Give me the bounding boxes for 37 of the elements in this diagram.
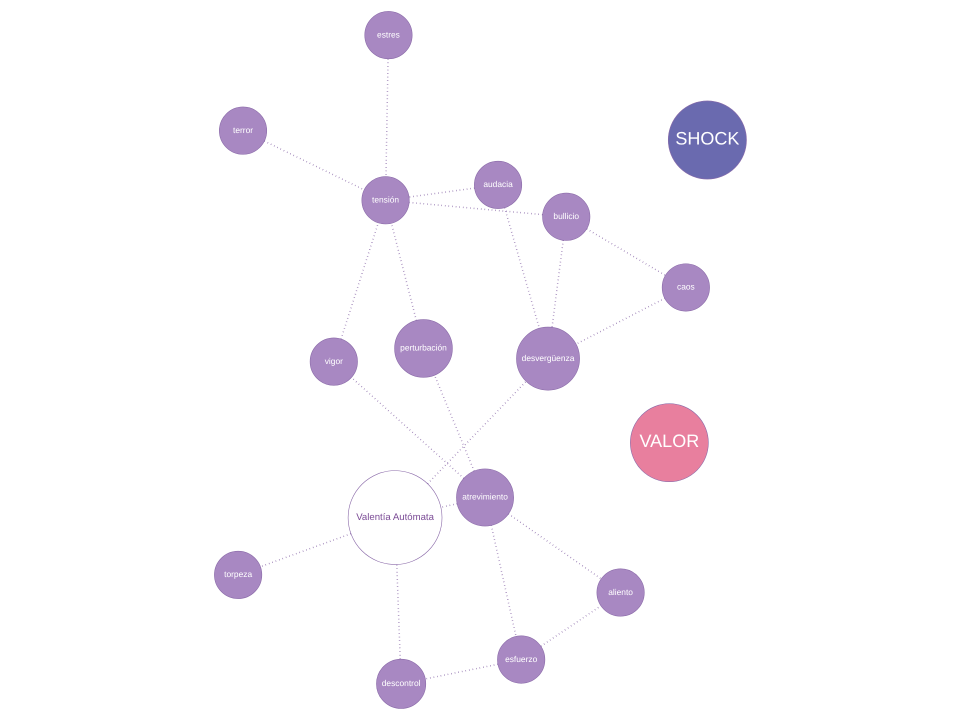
node-circle: bullicio [542, 192, 590, 240]
connector [260, 532, 351, 567]
node-circle: Valentía Autómata [348, 470, 442, 564]
connector [340, 222, 379, 339]
connector [427, 380, 527, 484]
connector [508, 512, 602, 580]
node-circle: desvergüenza [516, 326, 580, 390]
connector [425, 663, 498, 680]
node-circle: estres [364, 10, 412, 59]
connector [396, 564, 401, 658]
node-circle: torpeza [214, 550, 262, 598]
node-circle: SHOCK [668, 100, 747, 179]
connector [490, 524, 517, 636]
connector [390, 222, 418, 320]
node-circle: caos [662, 262, 710, 311]
connector [440, 502, 458, 508]
connector [540, 604, 602, 646]
node-circle: vigor [310, 337, 358, 386]
connector [385, 58, 389, 176]
connector [351, 376, 464, 478]
node-circle: esfuerzo [497, 635, 546, 684]
connector [504, 207, 540, 328]
node-circle: terror [219, 106, 268, 154]
node-circle: atrevimiento [456, 468, 514, 526]
connector [409, 186, 475, 198]
node-circle: aliento [596, 568, 645, 616]
connector [409, 201, 543, 215]
connector [264, 140, 364, 190]
node-circle: perturbación [394, 318, 453, 378]
connector [551, 240, 564, 327]
node-circle: VALOR [630, 402, 709, 482]
node-circle: descontrol [376, 658, 426, 708]
node-circle: tensión [362, 176, 410, 224]
connector [586, 228, 666, 276]
connector [576, 297, 666, 344]
connector [434, 374, 475, 471]
node-circle: audacia [474, 160, 522, 208]
